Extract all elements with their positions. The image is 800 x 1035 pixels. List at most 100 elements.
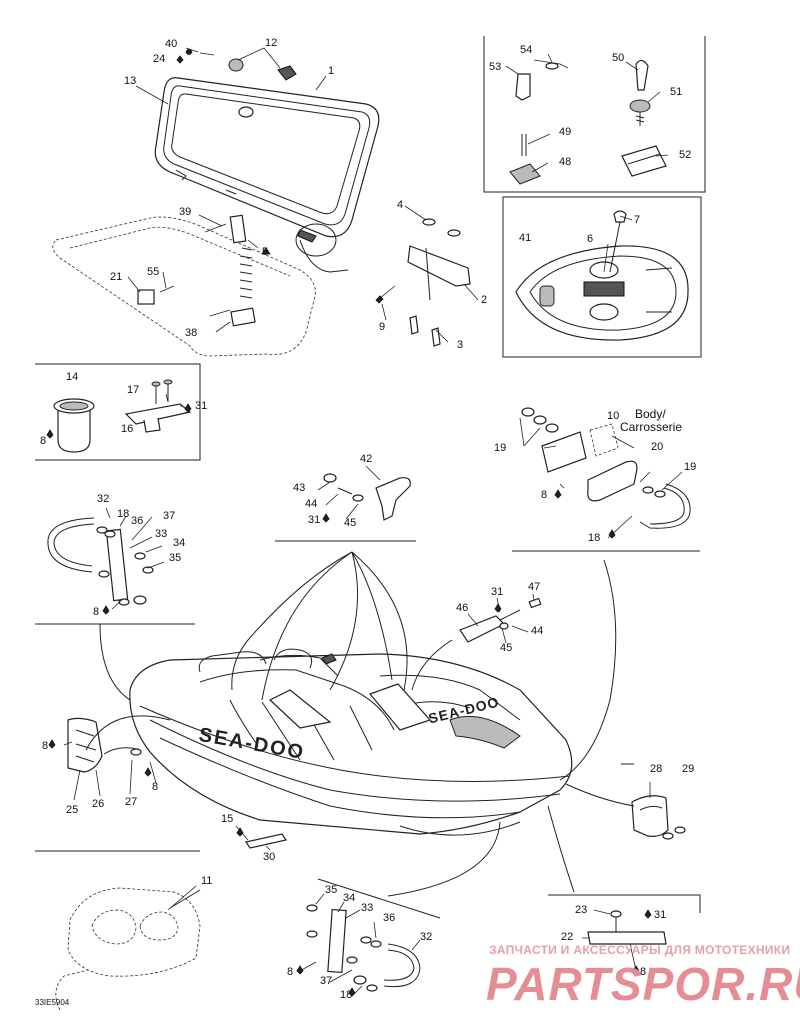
callout-31-top: 31: [308, 514, 320, 526]
figure-code: 33IE5904: [35, 998, 70, 1007]
callout-12: 12: [265, 37, 277, 49]
hinge-assembly: [375, 218, 471, 347]
callout-30: 30: [263, 851, 275, 863]
callout-48: 48: [559, 156, 571, 168]
storage-inset-frame: [502, 196, 702, 358]
callout-9: 9: [379, 321, 385, 333]
callout-13: 13: [124, 75, 136, 87]
rear-u-handle: [306, 904, 421, 992]
callout-35-front: 35: [169, 552, 181, 564]
latch-assembly: [137, 214, 271, 327]
callout-15: 15: [221, 813, 233, 825]
body-label-en: Body/: [635, 407, 666, 421]
callout-49: 49: [559, 126, 571, 138]
callout-36-front: 36: [131, 515, 143, 527]
callout-37-rear: 37: [320, 975, 332, 987]
callout-1: 1: [328, 65, 334, 77]
callout-29: 29: [682, 763, 694, 775]
bracket-28: [631, 795, 686, 840]
rod: [245, 833, 287, 849]
storage-cover: [154, 77, 380, 243]
rear-plate: [587, 910, 667, 945]
callout-39: 39: [179, 206, 191, 218]
callout-34-rear: 34: [343, 892, 355, 904]
callout-46: 46: [456, 602, 468, 614]
callout-8-rear: 8: [287, 966, 293, 978]
hardware-inset: [509, 59, 667, 185]
storage-bin-outline: [52, 216, 316, 357]
callout-7: 7: [634, 214, 640, 226]
callout-50: 50: [612, 52, 624, 64]
connector-curves: [85, 223, 635, 897]
callout-numbers: 40 24 12 1 13 54 53 50 51 49 48 52 39 5 …: [40, 37, 696, 1001]
callout-8-cap: 8: [40, 435, 46, 447]
callout-32-rear: 32: [420, 931, 432, 943]
hardware-inset-frame: [483, 36, 706, 193]
callout-45-top: 45: [344, 517, 356, 529]
callout-44-top: 44: [305, 498, 317, 510]
callout-55: 55: [147, 266, 159, 278]
callout-21: 21: [110, 271, 122, 283]
callout-44-side: 44: [531, 625, 543, 637]
cover-knob: [185, 48, 297, 81]
callout-19-left: 19: [494, 442, 506, 454]
rear-bracket-assembly: [521, 407, 691, 529]
storage-compartment: [515, 210, 689, 341]
callout-4: 4: [397, 199, 403, 211]
callout-33-front: 33: [155, 528, 167, 540]
inset-frames: [35, 36, 706, 919]
callout-31-plate: 31: [654, 909, 666, 921]
fastener-symbols: [46, 55, 652, 997]
callout-8-rod: 8: [152, 781, 158, 793]
rear-step: [67, 717, 142, 773]
instrument-bezel: [55, 887, 201, 1011]
callout-32-front: 32: [97, 493, 109, 505]
callout-37-front: 37: [163, 510, 175, 522]
grab-handle: [323, 473, 411, 521]
callout-8-body: 8: [541, 489, 547, 501]
callout-16: 16: [121, 423, 133, 435]
callout-51: 51: [670, 86, 682, 98]
callout-53: 53: [489, 61, 501, 73]
callout-38: 38: [185, 327, 197, 339]
callout-36-rear: 36: [383, 912, 395, 924]
watermark-brand: PARTSPOR.RU: [486, 958, 800, 1010]
callout-42: 42: [360, 453, 372, 465]
callout-35-rear: 35: [325, 884, 337, 896]
callout-8-plate: 8: [640, 966, 646, 978]
callout-5: 5: [262, 246, 268, 258]
callout-23: 23: [575, 904, 587, 916]
callout-31-cap: 31: [195, 400, 207, 412]
front-u-handle: [47, 517, 154, 606]
callout-20: 20: [651, 441, 663, 453]
callout-25: 25: [66, 804, 78, 816]
watermark-tagline: ЗАПЧАСТИ И АКСЕССУАРЫ ДЛЯ МОТОТЕХНИКИ: [489, 943, 790, 957]
cap-inset-frame: [35, 363, 201, 461]
callout-27: 27: [125, 796, 137, 808]
side-handle: [459, 597, 542, 643]
callout-8-step: 8: [42, 740, 48, 752]
callout-6: 6: [587, 233, 593, 245]
callout-2: 2: [481, 294, 487, 306]
callout-47: 47: [528, 581, 540, 593]
callout-17: 17: [127, 384, 139, 396]
callout-28: 28: [650, 763, 662, 775]
callout-41: 41: [519, 232, 531, 244]
callout-43: 43: [293, 482, 305, 494]
callout-52: 52: [679, 149, 691, 161]
callout-33-rear: 33: [361, 902, 373, 914]
callout-18-body: 18: [588, 532, 600, 544]
callout-45-side: 45: [500, 642, 512, 654]
callout-24: 24: [153, 53, 165, 65]
callout-3: 3: [457, 339, 463, 351]
callout-8-front: 8: [93, 606, 99, 618]
callout-31-side: 31: [491, 586, 503, 598]
callout-19-right: 19: [684, 461, 696, 473]
callout-10: 10: [607, 410, 619, 422]
callout-22: 22: [561, 931, 573, 943]
callout-34-front: 34: [173, 537, 185, 549]
watercraft-hull: SEA-DOO SEA-DOO: [129, 648, 573, 836]
callout-18-front: 18: [117, 508, 129, 520]
